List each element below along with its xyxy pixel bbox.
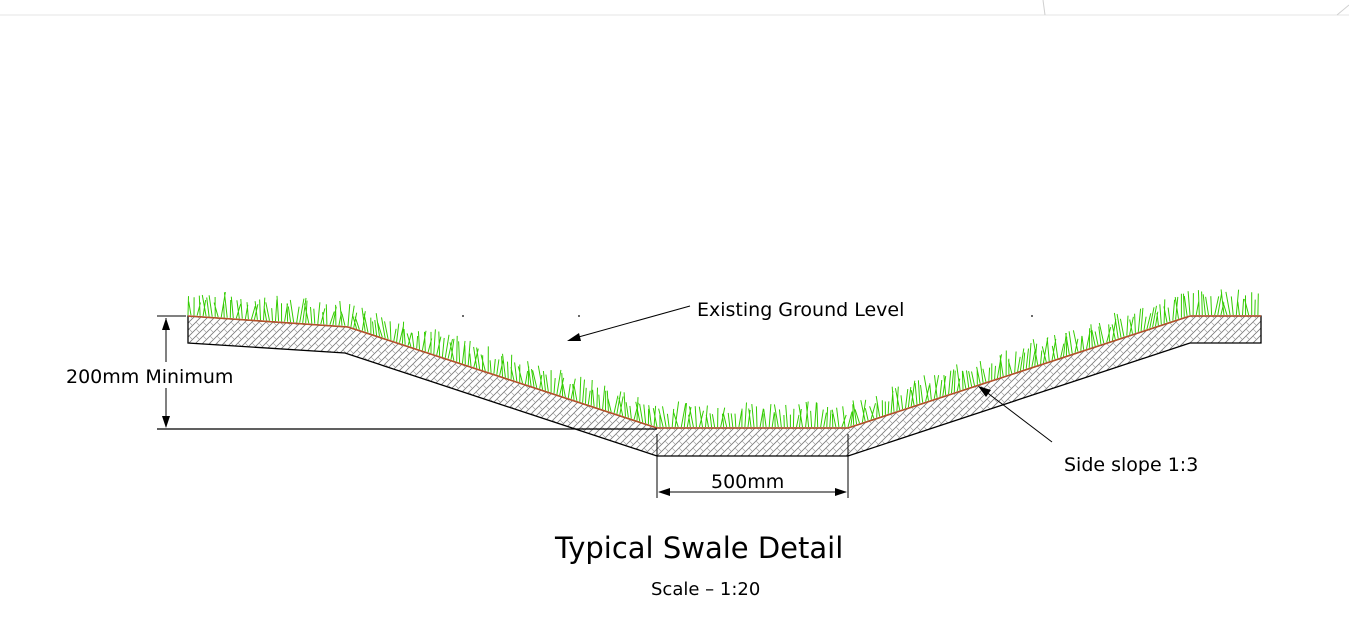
side-slope-leader bbox=[978, 386, 1053, 443]
grass-layer bbox=[187, 289, 1259, 428]
cad-points bbox=[462, 315, 1033, 317]
min-depth-dimension bbox=[157, 315, 186, 428]
grass-blades bbox=[187, 289, 1259, 428]
existing-ground-label: Existing Ground Level bbox=[697, 299, 904, 321]
existing-ground-leader bbox=[567, 305, 691, 341]
drawing-title: Typical Swale Detail bbox=[554, 531, 843, 565]
min-depth-label: 200mm Minimum bbox=[66, 366, 233, 388]
sheet-frame bbox=[0, 0, 1349, 16]
drawing-scale: Scale – 1:20 bbox=[651, 579, 760, 600]
topsoil-line bbox=[187, 315, 1261, 429]
side-slope-label: Side slope 1:3 bbox=[1064, 454, 1198, 476]
base-width-dimension bbox=[656, 434, 849, 498]
base-width-label: 500mm bbox=[711, 471, 784, 493]
